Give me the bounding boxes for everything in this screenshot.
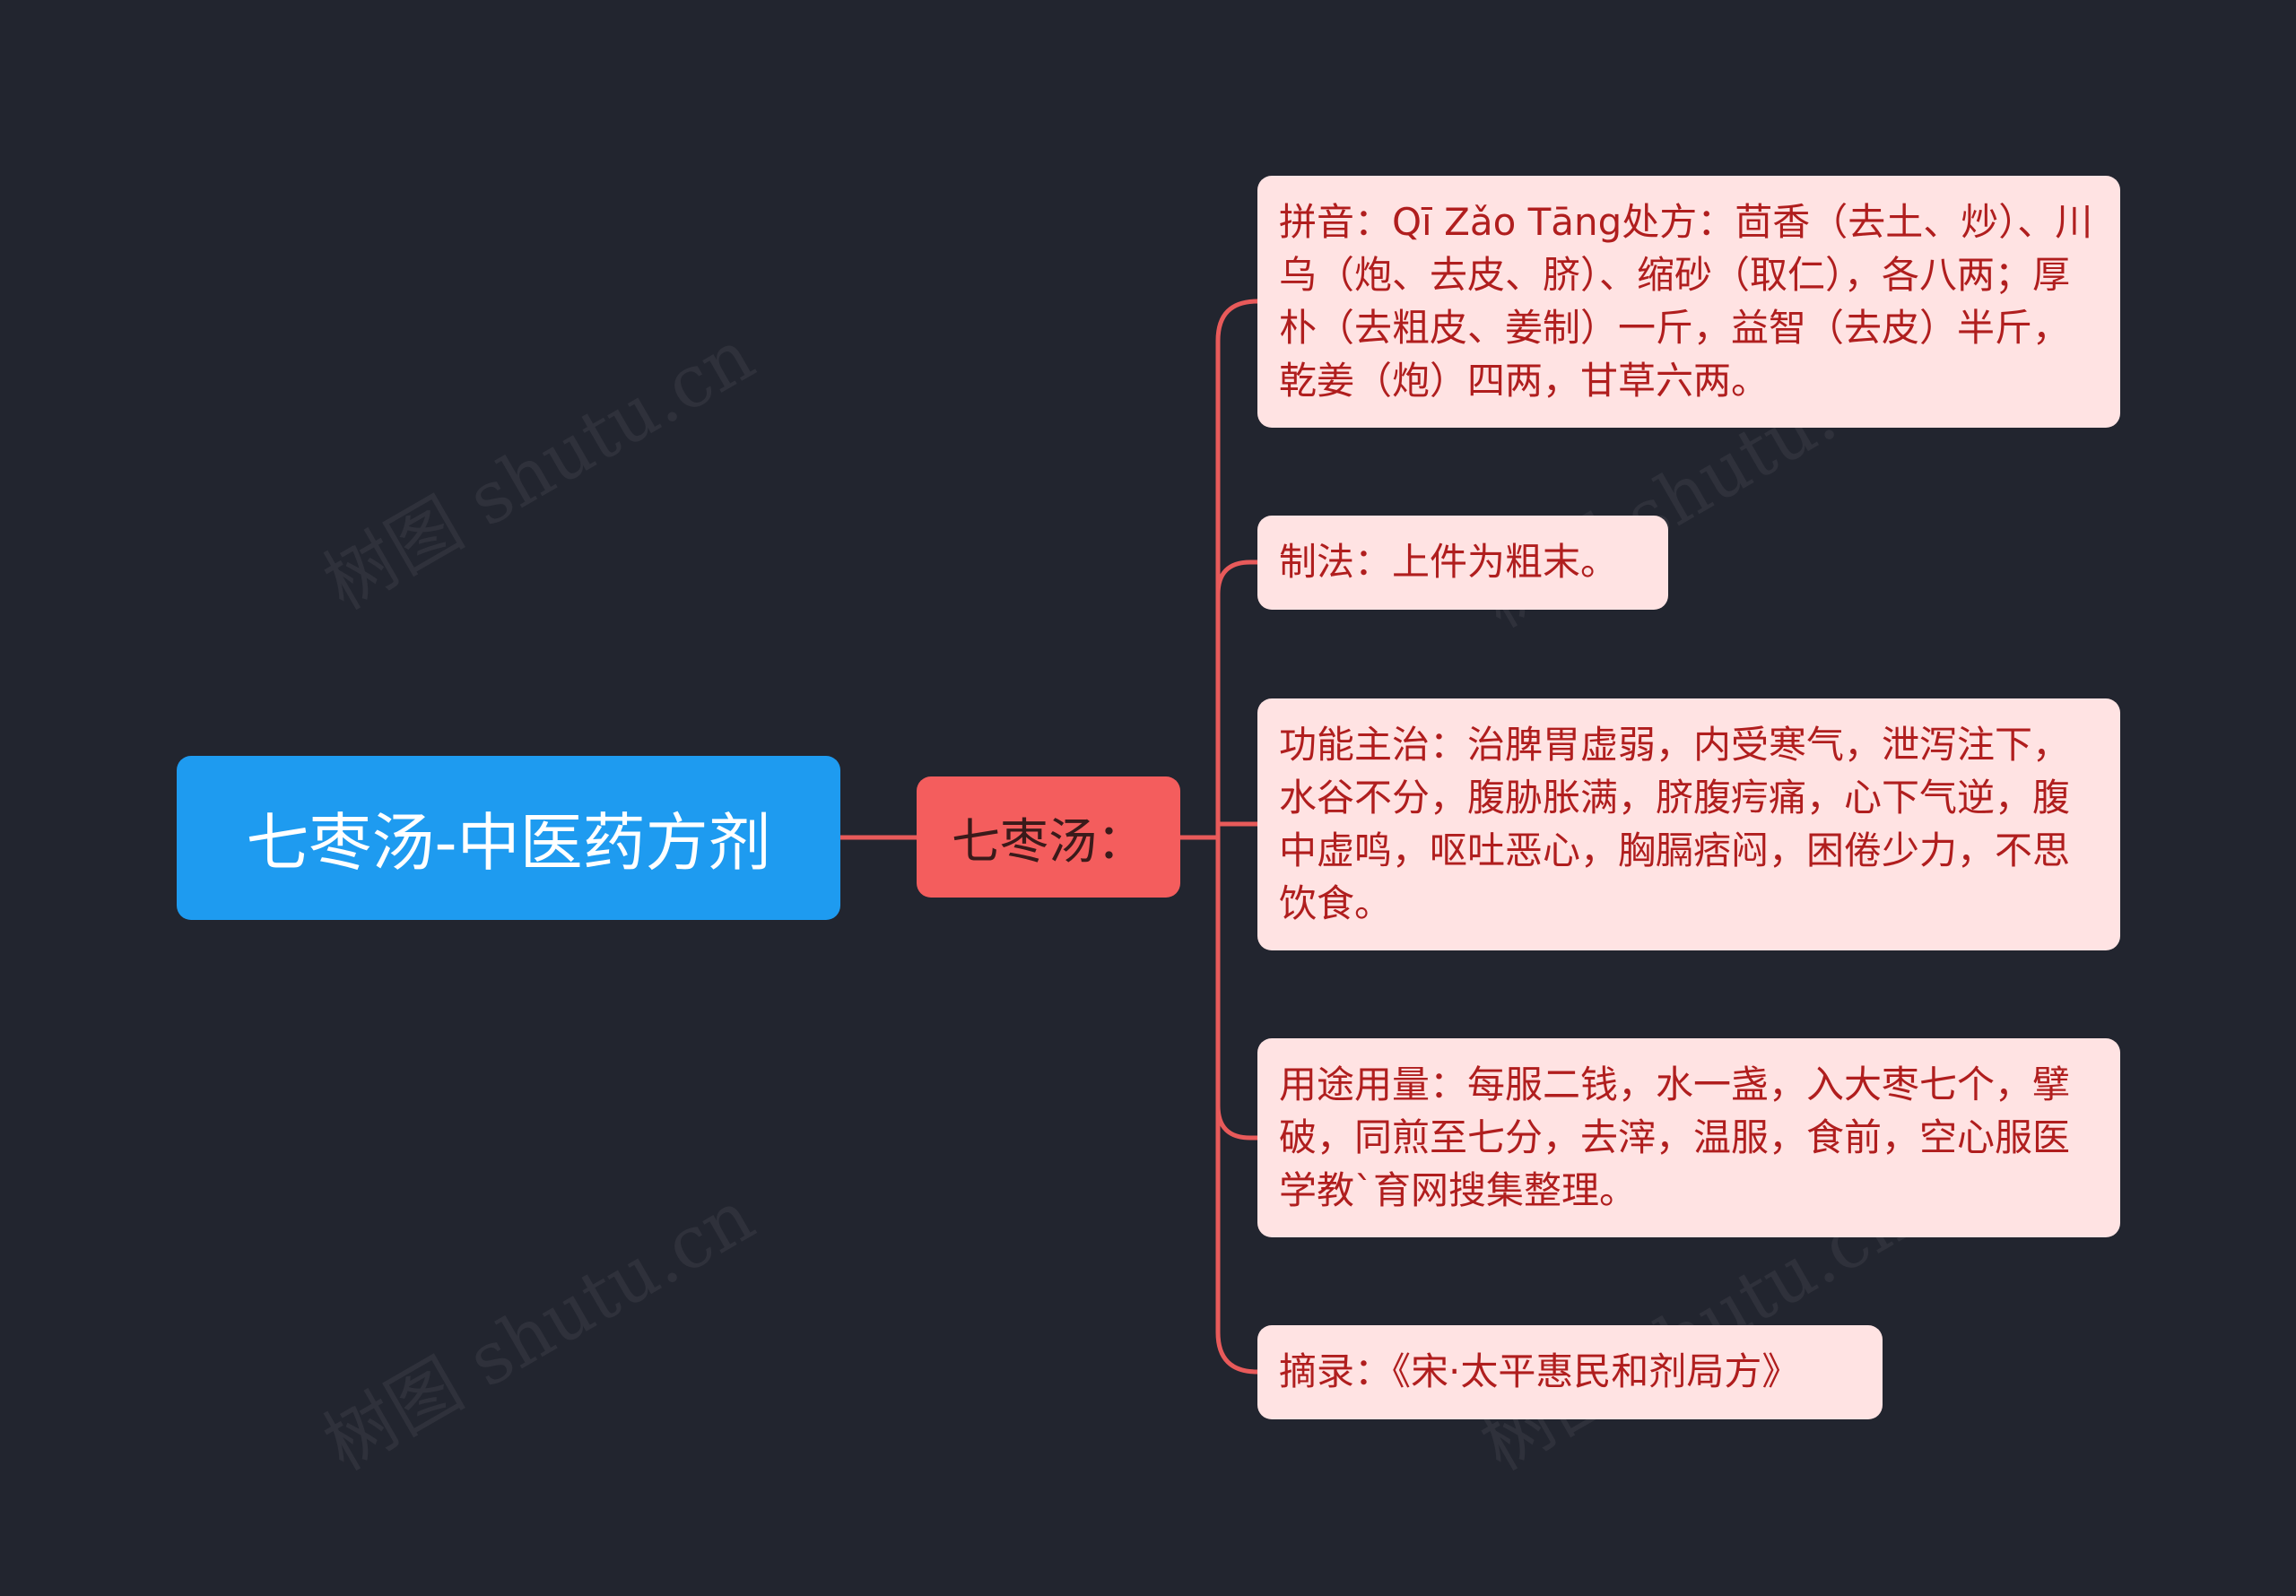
main-topic[interactable]: 七枣汤： <box>917 776 1180 898</box>
connector-to-leaf-3 <box>1215 1105 1257 1141</box>
subtopic-pinyin-prescription[interactable]: 拼音：Qī Zǎo Tāng处方：茴香（去土、炒）、川乌（炮、去皮、脐）、缩砂（… <box>1257 176 2120 428</box>
connector-branch-trunk <box>1215 299 1258 1375</box>
root-topic[interactable]: 七枣汤-中医药方剂 <box>177 756 840 920</box>
subtopic-source[interactable]: 摘录：《宋·太平惠民和剂局方》 <box>1257 1325 1883 1419</box>
connector-to-leaf-1 <box>1215 559 1257 595</box>
subtopic-indications[interactable]: 功能主治：治脾胃虚弱，内受寒气，泄泻注下，水谷不分，腹胁胀满，脐腹疞痛，心下气逆… <box>1257 698 2120 950</box>
subtopic-dosage[interactable]: 用途用量：每服二钱，水一盏，入大枣七个，擘破，同煎至七分，去滓，温服，食前，空心… <box>1257 1038 2120 1237</box>
subtopic-preparation[interactable]: 制法：上件为粗末。 <box>1257 516 1668 610</box>
